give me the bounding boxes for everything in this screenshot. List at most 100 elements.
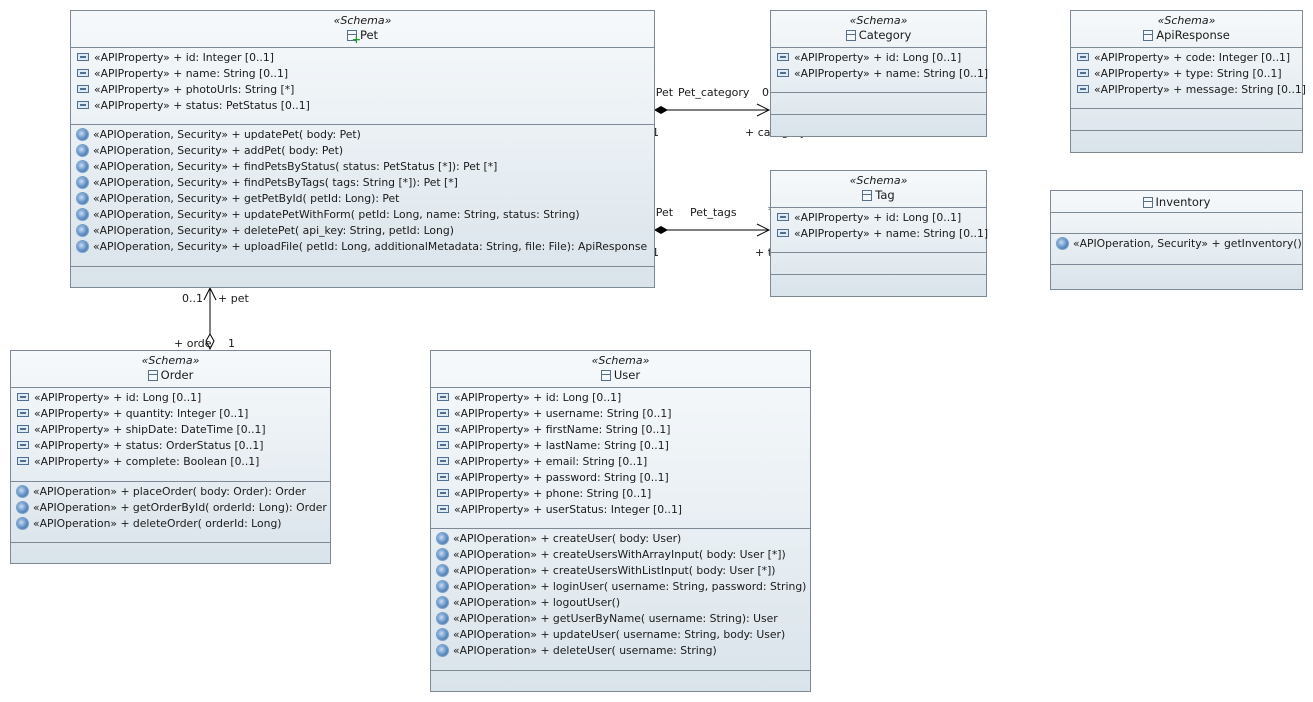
attribute-row[interactable]: «APIProperty» + message: String [0..1] <box>1071 82 1306 98</box>
attribute-row[interactable]: «APIProperty» + id: Long [0..1] <box>771 210 986 226</box>
attribute-row[interactable]: «APIProperty» + complete: Boolean [0..1] <box>11 454 330 470</box>
attribute-row[interactable]: «APIProperty» + email: String [0..1] <box>431 454 810 470</box>
property-icon <box>777 213 789 221</box>
attribute-text: «APIProperty» + id: Long [0..1] <box>34 391 202 404</box>
operation-gear-icon <box>77 208 88 220</box>
attribute-row[interactable]: «APIProperty» + id: Long [0..1] <box>431 390 810 406</box>
operation-gear-icon <box>77 160 88 172</box>
empty-compartment <box>71 267 654 287</box>
attribute-compartment: «APIProperty» + id: Long [0..1] «APIPrope… <box>431 388 810 529</box>
attribute-text: «APIProperty» + complete: Boolean [0..1] <box>34 455 260 468</box>
operation-row[interactable]: «APIOperation» + createUser( body: User) <box>431 531 810 547</box>
operation-row[interactable]: «APIOperation, Security» + findPetsByTag… <box>71 175 654 191</box>
attribute-compartment: «APIProperty» + code: Integer [0..1]«API… <box>1071 48 1306 109</box>
class-user[interactable]: «Schema» User «APIProperty» + id: Long [… <box>430 350 811 692</box>
attribute-row[interactable]: «APIProperty» + code: Integer [0..1] <box>1071 50 1302 66</box>
property-icon <box>17 409 29 417</box>
attribute-row[interactable]: «APIProperty» + shipDate: DateTime [0..1… <box>11 422 330 438</box>
class-header: «Schema» User <box>431 351 810 388</box>
attribute-row[interactable]: «APIProperty» + type: String [0..1] <box>1071 66 1302 82</box>
class-apiresponse[interactable]: «Schema» ApiResponse «APIProperty» + cod… <box>1070 10 1306 153</box>
order-pet-association[interactable] <box>203 286 217 351</box>
attribute-text: «APIProperty» + email: String [0..1] <box>454 455 648 468</box>
operation-gear-icon <box>77 192 88 204</box>
operation-row[interactable]: «APIOperation» + placeOrder( body: Order… <box>11 484 330 500</box>
operation-row[interactable]: «APIOperation» + getUserByName( username… <box>431 611 810 627</box>
attribute-row[interactable]: «APIProperty» + password: String [0..1] <box>431 470 810 486</box>
attribute-row[interactable]: «APIProperty» + lastName: String [0..1] <box>431 438 810 454</box>
attribute-text: «APIProperty» + phone: String [0..1] <box>454 487 652 500</box>
operation-row[interactable]: «APIOperation» + loginUser( username: St… <box>431 579 810 595</box>
operation-row[interactable]: «APIOperation, Security» + getPetById( p… <box>71 191 654 207</box>
class-pet[interactable]: «Schema» +Pet «APIProperty» + id: Intege… <box>70 10 655 288</box>
class-name: ApiResponse <box>1156 28 1230 42</box>
property-icon <box>437 489 449 497</box>
class-header: «Schema» ApiResponse <box>1071 11 1302 48</box>
operation-row[interactable]: «APIOperation» + getOrderById( orderId: … <box>11 500 330 516</box>
property-icon <box>77 101 89 109</box>
composition-diamond <box>654 106 668 114</box>
attribute-row[interactable]: «APIProperty» + username: String [0..1] <box>431 406 810 422</box>
operation-row[interactable]: «APIOperation» + updateUser( username: S… <box>431 627 810 643</box>
class-icon <box>600 369 611 381</box>
operation-text: «APIOperation, Security» + deletePet( ap… <box>93 224 454 237</box>
operation-row[interactable]: «APIOperation, Security» + updatePet( bo… <box>71 127 654 143</box>
operation-row[interactable]: «APIOperation» + createUsersWithArrayInp… <box>431 547 810 563</box>
attribute-row[interactable]: «APIProperty» + status: OrderStatus [0..… <box>11 438 330 454</box>
property-icon <box>777 229 789 237</box>
attribute-text: «APIProperty» + id: Long [0..1] <box>454 391 622 404</box>
attribute-row[interactable]: «APIProperty» + userStatus: Integer [0..… <box>431 502 810 518</box>
attribute-text: «APIProperty» + name: String [0..1] <box>794 227 989 240</box>
class-icon <box>147 369 158 381</box>
operation-row[interactable]: «APIOperation» + createUsersWithListInpu… <box>431 563 810 579</box>
empty-compartment <box>11 543 330 563</box>
class-header: «Schema» Category <box>771 11 986 48</box>
attribute-row[interactable]: «APIProperty» + id: Integer [0..1] <box>71 50 654 66</box>
operation-text: «APIOperation» + updateUser( username: S… <box>453 628 786 641</box>
pet-category-association[interactable] <box>654 103 771 117</box>
attribute-row[interactable]: «APIProperty» + phone: String [0..1] <box>431 486 810 502</box>
attribute-row[interactable]: «APIProperty» + id: Long [0..1] <box>11 390 330 406</box>
operation-gear-icon <box>437 548 448 560</box>
operation-row[interactable]: «APIOperation, Security» + findPetsBySta… <box>71 159 654 175</box>
operation-row[interactable]: «APIOperation, Security» + updatePetWith… <box>71 207 654 223</box>
class-category[interactable]: «Schema» Category «APIProperty» + id: Lo… <box>770 10 988 137</box>
attribute-row[interactable]: «APIProperty» + name: String [0..1] <box>71 66 654 82</box>
property-icon <box>437 441 449 449</box>
attribute-text: «APIProperty» + lastName: String [0..1] <box>454 439 669 452</box>
operation-row[interactable]: «APIOperation, Security» + addPet( body:… <box>71 143 654 159</box>
operation-text: «APIOperation» + deleteUser( username: S… <box>453 644 717 657</box>
stereotype-label: «Schema» <box>333 14 392 27</box>
class-order[interactable]: «Schema» Order «APIProperty» + id: Long … <box>10 350 331 564</box>
class-tag[interactable]: «Schema» Tag «APIProperty» + id: Long [0… <box>770 170 989 297</box>
operation-row[interactable]: «APIOperation, Security» + uploadFile( p… <box>71 239 654 255</box>
class-inventory[interactable]: Inventory «APIOperation, Security» + get… <box>1050 190 1303 290</box>
attribute-row[interactable]: «APIProperty» + status: PetStatus [0..1] <box>71 98 654 114</box>
class-icon <box>1142 196 1153 208</box>
operation-compartment <box>771 93 986 115</box>
operation-row[interactable]: «APIOperation» + deleteOrder( orderId: L… <box>11 516 330 532</box>
property-icon <box>777 69 789 77</box>
class-header: «Schema» Order <box>11 351 330 388</box>
operation-row[interactable]: «APIOperation, Security» + deletePet( ap… <box>71 223 654 239</box>
attribute-row[interactable]: «APIProperty» + id: Long [0..1] <box>771 50 986 66</box>
property-icon <box>77 85 89 93</box>
operation-row[interactable]: «APIOperation» + deleteUser( username: S… <box>431 643 810 659</box>
operation-gear-icon <box>437 532 448 544</box>
property-icon <box>437 425 449 433</box>
navigation-arrow <box>756 103 771 117</box>
attribute-row[interactable]: «APIProperty» + quantity: Integer [0..1] <box>11 406 330 422</box>
operation-row[interactable]: «APIOperation» + logoutUser() <box>431 595 810 611</box>
attribute-text: «APIProperty» + id: Long [0..1] <box>794 211 962 224</box>
attribute-row[interactable]: «APIProperty» + firstName: String [0..1] <box>431 422 810 438</box>
attribute-row[interactable]: «APIProperty» + name: String [0..1] <box>771 226 989 242</box>
empty-compartment <box>771 115 986 136</box>
operation-text: «APIOperation» + logoutUser() <box>453 596 621 609</box>
pet-tags-association[interactable] <box>654 223 771 237</box>
attribute-row[interactable]: «APIProperty» + name: String [0..1] <box>771 66 988 82</box>
property-icon <box>17 393 29 401</box>
operation-row[interactable]: «APIOperation, Security» + getInventory(… <box>1051 236 1302 252</box>
pet-category-source-mult: 1 <box>652 126 659 139</box>
operation-compartment: «APIOperation, Security» + getInventory(… <box>1051 234 1302 265</box>
attribute-row[interactable]: «APIProperty» + photoUrls: String [*] <box>71 82 654 98</box>
